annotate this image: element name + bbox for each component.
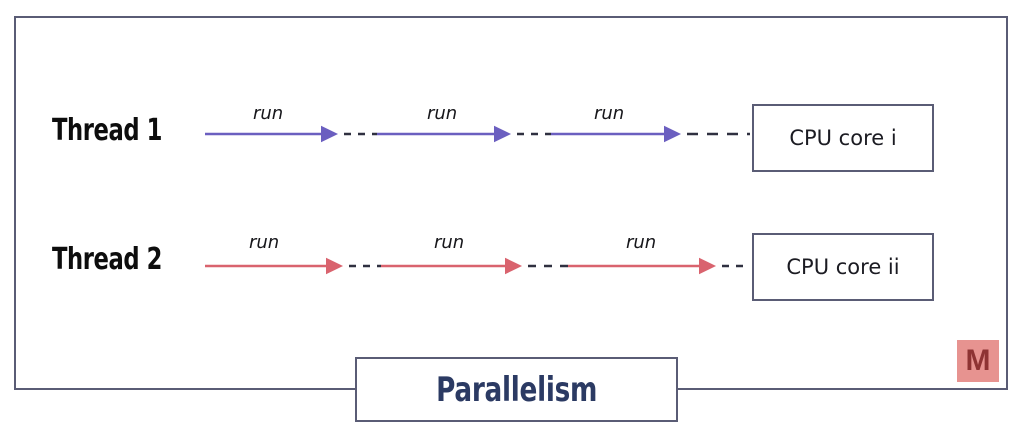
outer-frame (14, 16, 1008, 390)
watermark-letter: M (965, 344, 991, 377)
thread-1-label: Thread 1 (52, 113, 163, 148)
cpu-core-i-box: CPU core i (752, 104, 934, 172)
parallelism-caption-text: Parallelism (435, 369, 598, 410)
parallelism-caption-box: Parallelism (355, 357, 678, 422)
thread-1-run-label-3: run (594, 103, 625, 124)
thread-2-label: Thread 2 (52, 242, 163, 277)
thread-1-run-label-2: run (427, 103, 458, 124)
thread-2-run-label-3: run (626, 232, 657, 253)
thread-2-run-label-2: run (434, 232, 465, 253)
thread-2-run-label-1: run (249, 232, 280, 253)
cpu-core-ii-box: CPU core ii (752, 233, 934, 301)
cpu-core-i-label: CPU core i (789, 126, 897, 150)
thread-1-run-label-1: run (253, 103, 284, 124)
watermark-badge: M (957, 340, 999, 382)
cpu-core-ii-label: CPU core ii (786, 255, 900, 279)
